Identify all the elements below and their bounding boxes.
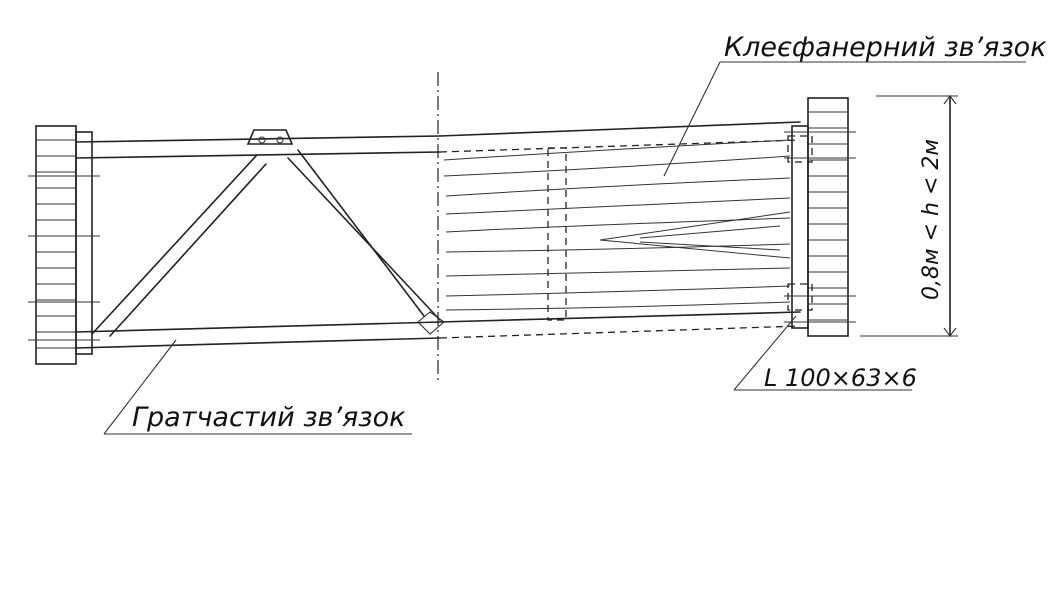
angle-leader: L 100×63×6 xyxy=(733,315,917,392)
height-dimension: 0,8м < h < 2м xyxy=(860,95,958,337)
plywood-panel xyxy=(439,121,801,339)
lattice-leader: Гратчастий зв’язок xyxy=(103,339,412,435)
lattice-connection-label: Гратчастий зв’язок xyxy=(132,402,406,433)
left-column xyxy=(28,125,100,365)
angle-profile-label: L 100×63×6 xyxy=(764,364,917,392)
height-range-label: 0,8м < h < 2м xyxy=(919,139,944,300)
lattice-truss xyxy=(75,129,445,349)
right-column xyxy=(784,97,856,337)
plywood-leader: Клеєфанерний зв’язок xyxy=(663,32,1047,177)
plywood-connection-label: Клеєфанерний зв’язок xyxy=(724,32,1047,63)
